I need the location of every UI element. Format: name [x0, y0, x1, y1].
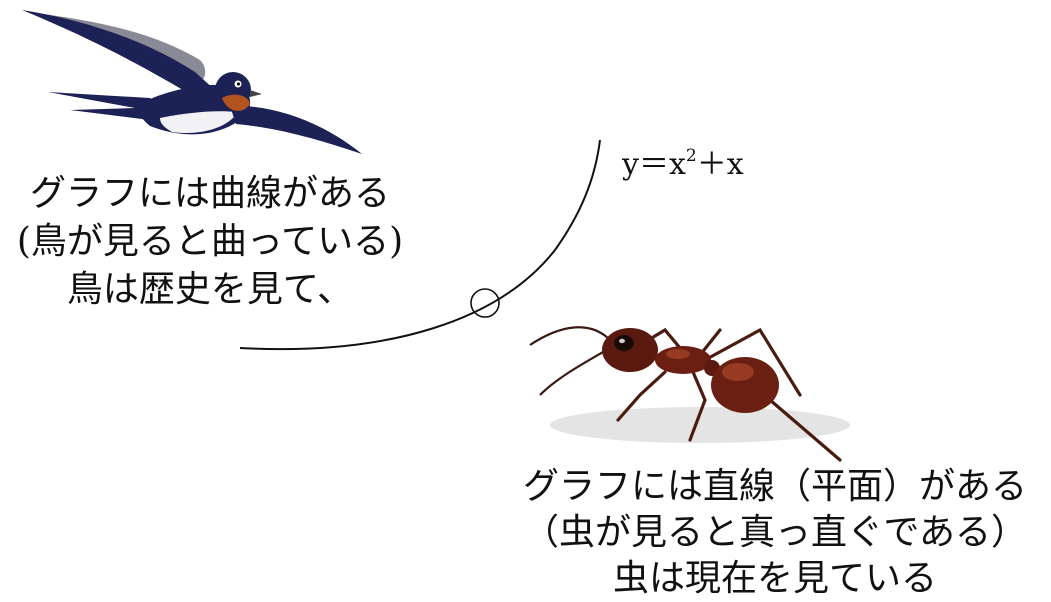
- point-marker: [470, 288, 500, 318]
- equation-exponent: 2: [685, 146, 697, 166]
- bird-upper-wing: [22, 10, 215, 100]
- ant-head: [602, 328, 658, 372]
- ant-antenna: [529, 326, 611, 346]
- bird-illustration: [22, 10, 362, 154]
- ant-caption-line1: グラフには直線（平面）がある: [522, 466, 1027, 507]
- ant-caption: グラフには直線（平面）がある （虫が見ると真っ直ぐである） 虫は現在を見ている: [500, 464, 1050, 602]
- ant-shadow: [550, 407, 850, 443]
- ant-caption-line2: （虫が見ると真っ直ぐである）: [522, 512, 1027, 553]
- equation-label: y＝x2＋x: [622, 136, 744, 185]
- bird-belly: [160, 111, 238, 134]
- equation-lhs: y＝x: [622, 147, 686, 182]
- bird-throat: [222, 94, 250, 111]
- bird-caption-line2: (鳥が見ると曲っている): [16, 221, 404, 262]
- equation-rhs: ＋x: [696, 147, 744, 182]
- bird-lower-wing: [230, 105, 362, 154]
- graph-curve: [239, 139, 601, 351]
- bird-caption-line3: 鳥は歴史を見て、: [66, 269, 354, 310]
- bird-caption-line1: グラフには曲線がある: [29, 173, 390, 214]
- ant-illustration: [529, 326, 850, 462]
- ant-caption-line3: 虫は現在を見ている: [612, 558, 937, 599]
- bird-beak: [250, 90, 262, 97]
- bird-caption: グラフには曲線がある (鳥が見ると曲っている) 鳥は歴史を見て、: [0, 170, 420, 314]
